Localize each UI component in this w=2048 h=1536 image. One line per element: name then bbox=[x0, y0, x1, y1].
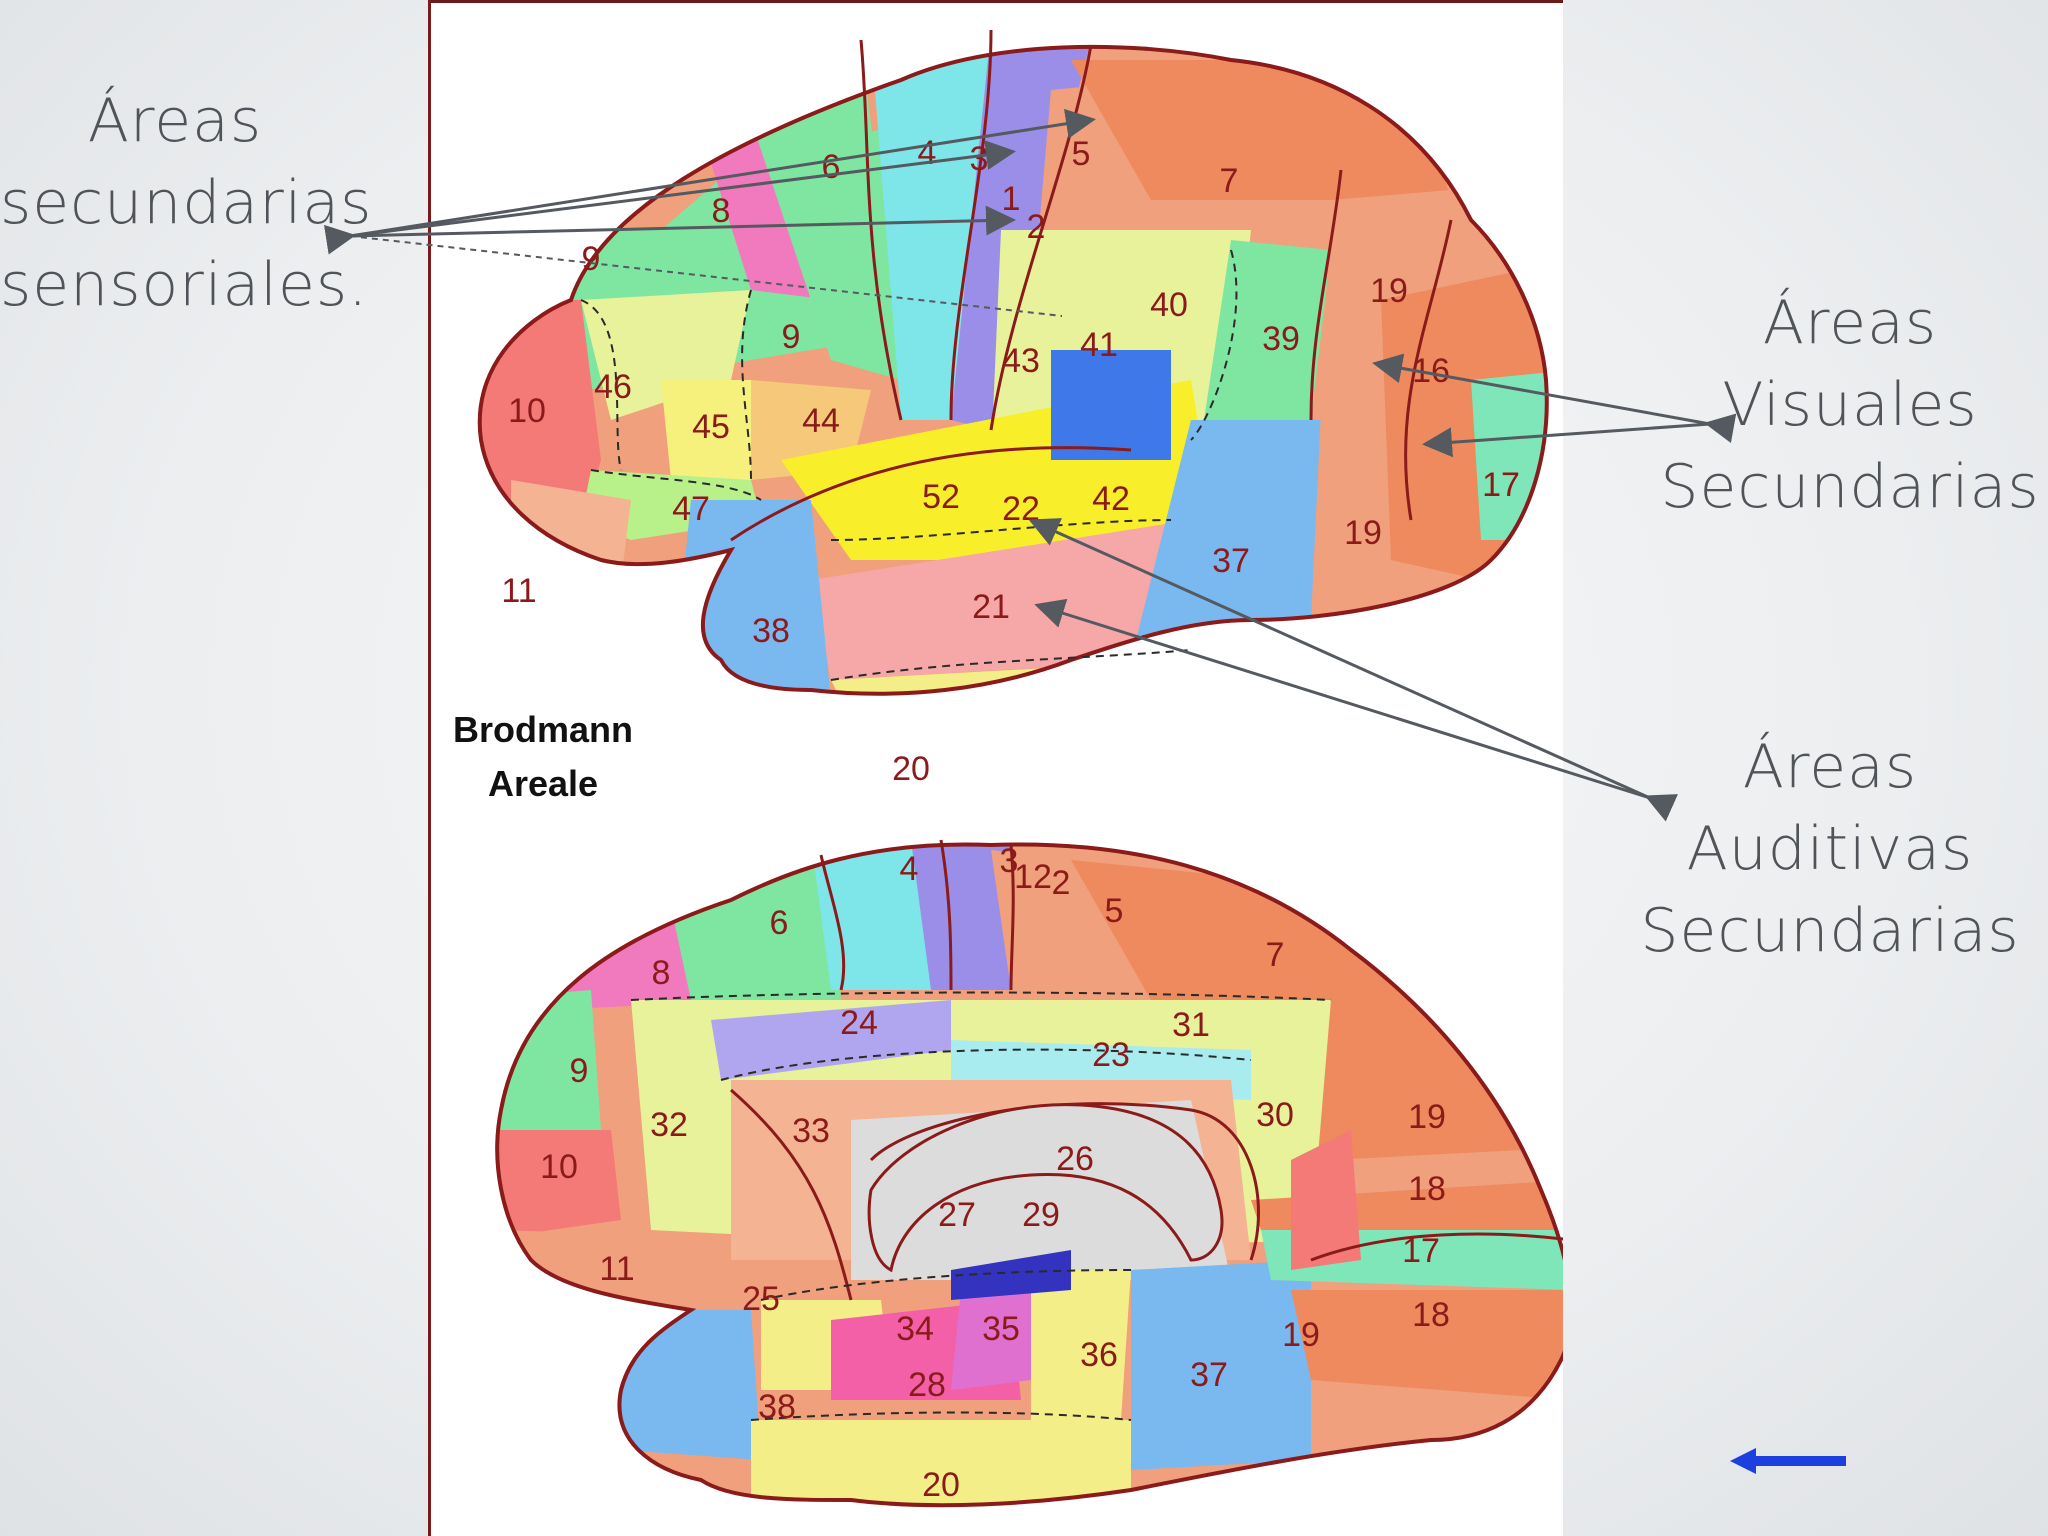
area-label: 36 bbox=[1080, 1336, 1118, 1374]
area-label: 4 bbox=[900, 850, 919, 888]
area-label: 40 bbox=[1150, 286, 1188, 324]
area-label: 19 bbox=[1408, 1098, 1446, 1136]
area-label: 35 bbox=[982, 1310, 1020, 1348]
label-line: Visuales bbox=[1722, 370, 1978, 440]
area-label: 18 bbox=[1412, 1296, 1450, 1334]
area-label: 17 bbox=[1482, 466, 1520, 504]
medial-boundaries bbox=[730, 839, 1563, 1301]
corpus-callosum bbox=[867, 1103, 1224, 1273]
area-label: 44 bbox=[802, 402, 840, 440]
area-label: 19 bbox=[1344, 514, 1382, 552]
area-label: 38 bbox=[752, 612, 790, 650]
area-label: 24 bbox=[840, 1004, 878, 1042]
area-label: 12 bbox=[1014, 858, 1052, 896]
area-label: 10 bbox=[508, 392, 546, 430]
label-line: Auditivas bbox=[1686, 814, 1974, 884]
area-label: 18 bbox=[1408, 1170, 1446, 1208]
figure-caption: Brodmann Areale bbox=[453, 709, 633, 804]
area-label: 39 bbox=[1262, 320, 1300, 358]
area-label: 43 bbox=[1002, 342, 1040, 380]
area-label: 7 bbox=[1220, 162, 1239, 200]
area-label: 47 bbox=[672, 490, 710, 528]
area-label: 3 bbox=[970, 140, 989, 178]
area-label: 3 bbox=[1000, 842, 1019, 880]
area-label: 9 bbox=[782, 318, 801, 356]
label-secondary-sensory-areas: Áreas secundarias sensoriales. bbox=[0, 80, 373, 326]
area-label: 25 bbox=[742, 1280, 780, 1318]
area-label: 28 bbox=[908, 1366, 946, 1404]
label-line: Áreas bbox=[1762, 288, 1938, 358]
area-label: 1 bbox=[1002, 180, 1021, 218]
label-line: Secundarias bbox=[1640, 896, 2020, 966]
area-label: 4 bbox=[918, 134, 937, 172]
area-label: 46 bbox=[594, 368, 632, 406]
area-label: 34 bbox=[896, 1310, 934, 1348]
area-label: 41 bbox=[1080, 326, 1118, 364]
label-secondary-auditory-areas: Áreas Auditivas Secundarias bbox=[1640, 726, 2020, 972]
area-label: 20 bbox=[892, 750, 930, 788]
area-label: 6 bbox=[770, 904, 789, 942]
area-label: 19 bbox=[1282, 1316, 1320, 1354]
area-label: 37 bbox=[1212, 542, 1250, 580]
medial-dashed-boundaries bbox=[630, 991, 1332, 1421]
brodmann-map: 1 2 3 4 5 6 7 8 9 9 10 11 16 17 19 19 20… bbox=[453, 29, 1563, 1508]
area-label: 8 bbox=[712, 192, 731, 230]
label-line: sensoriales. bbox=[0, 250, 369, 320]
area-label: 2 bbox=[1027, 208, 1046, 246]
area-label: 23 bbox=[1092, 1036, 1130, 1074]
area-label: 37 bbox=[1190, 1356, 1228, 1394]
label-line: Secundarias bbox=[1660, 452, 2040, 522]
area-label: 42 bbox=[1092, 480, 1130, 518]
area-label: 16 bbox=[1412, 352, 1450, 390]
area-label: 11 bbox=[501, 572, 536, 610]
area-label: 31 bbox=[1172, 1006, 1210, 1044]
panel-top-rule bbox=[431, 0, 1563, 3]
area-label: 22 bbox=[1002, 490, 1040, 528]
area-label: 19 bbox=[1370, 272, 1408, 310]
area-label: 32 bbox=[650, 1106, 688, 1144]
arrow-left-icon[interactable] bbox=[1730, 1444, 1848, 1478]
area-label: 21 bbox=[972, 588, 1010, 626]
area-label: 33 bbox=[792, 1112, 830, 1150]
area-label: 38 bbox=[758, 1388, 796, 1426]
label-secondary-visual-areas: Áreas Visuales Secundarias bbox=[1660, 282, 2040, 528]
area-label: 2 bbox=[1052, 864, 1071, 902]
caption-line: Areale bbox=[488, 763, 598, 804]
area-label: 20 bbox=[922, 1466, 960, 1504]
label-line: Áreas bbox=[1742, 732, 1918, 802]
area-label: 9 bbox=[582, 240, 601, 278]
area-label: 29 bbox=[1022, 1196, 1060, 1234]
brodmann-figure-panel: 1 2 3 4 5 6 7 8 9 9 10 11 16 17 19 19 20… bbox=[428, 0, 1563, 1536]
area-label: 45 bbox=[692, 408, 730, 446]
area-label: 5 bbox=[1105, 892, 1124, 930]
medial-area-numbers: 2 3 4 5 6 7 8 9 10 11 12 17 18 18 19 19 … bbox=[540, 842, 1450, 1504]
area-label: 8 bbox=[652, 954, 671, 992]
area-label: 5 bbox=[1072, 135, 1091, 173]
area-label: 9 bbox=[570, 1052, 589, 1090]
caption-line: Brodmann bbox=[453, 709, 633, 750]
area-label: 7 bbox=[1266, 936, 1285, 974]
label-line: secundarias bbox=[0, 168, 373, 238]
area-label: 26 bbox=[1056, 1140, 1094, 1178]
area-label: 30 bbox=[1256, 1096, 1294, 1134]
area-label: 11 bbox=[599, 1250, 634, 1288]
label-line: Áreas bbox=[87, 86, 263, 156]
area-label: 52 bbox=[922, 478, 960, 516]
area-label: 10 bbox=[540, 1148, 578, 1186]
area-label: 17 bbox=[1402, 1232, 1440, 1270]
area-label: 27 bbox=[938, 1196, 976, 1234]
area-label: 6 bbox=[822, 148, 841, 186]
